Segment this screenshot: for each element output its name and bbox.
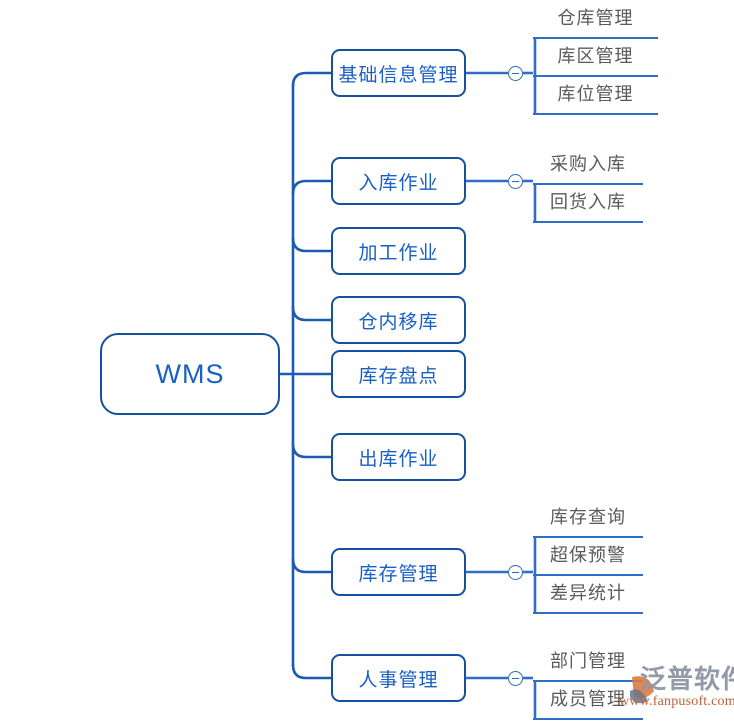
subitem-bracket-hr-mgmt [533,680,537,720]
subitem-label: 成员管理 [550,689,626,709]
branch-node-processing[interactable]: 加工作业 [331,227,466,275]
subitem-row[interactable]: 超保预警 [533,538,643,576]
watermark-brand-text: 泛普软件 [640,664,734,694]
watermark-url-text: www.fanpusoft.com [619,694,734,709]
collapse-toggle-minus-icon-inbound[interactable] [508,174,523,189]
subitem-label: 仓库管理 [557,8,634,28]
branch-node-label: 加工作业 [358,242,439,264]
subitem-label: 差异统计 [550,583,626,603]
branch-node-inbound[interactable]: 入库作业 [331,157,466,205]
branch-node-label: 人事管理 [358,669,439,691]
branch-node-label: 库存管理 [358,563,439,585]
subitem-label: 部门管理 [550,651,626,671]
subitem-label: 回货入库 [550,192,626,212]
collapse-toggle-minus-icon-hr-mgmt[interactable] [508,671,523,686]
subitem-label: 库存查询 [550,507,626,527]
subitem-row[interactable]: 采购入库 [533,147,643,185]
branch-node-label: 出库作业 [358,448,439,470]
subitem-row[interactable]: 部门管理 [533,644,643,682]
root-node-label: WMS [155,358,225,389]
subitem-row[interactable]: 库区管理 [533,39,658,77]
subitem-row[interactable]: 差异统计 [533,576,643,614]
subitem-group-basic-info: 仓库管理 库区管理 库位管理 [533,1,658,115]
subitem-row[interactable]: 仓库管理 [533,1,658,39]
collapse-toggle-minus-icon-basic-info[interactable] [508,66,523,81]
subitem-group-inbound: 采购入库 回货入库 [533,147,643,223]
root-node-wms[interactable]: WMS [100,333,280,415]
branch-node-label: 基础信息管理 [338,64,459,86]
subitem-bracket-inventory-mgmt [533,536,537,614]
branch-node-label: 仓内移库 [358,311,439,333]
subitem-label: 超保预警 [550,545,626,565]
branch-node-outbound[interactable]: 出库作业 [331,433,466,481]
subitem-bracket-basic-info [533,37,537,115]
collapse-toggle-minus-icon-inventory-mgmt[interactable] [508,565,523,580]
subitem-bracket-inbound [533,183,537,223]
subitem-row[interactable]: 库存查询 [533,500,643,538]
subitem-row[interactable]: 库位管理 [533,77,658,115]
branch-node-intra-warehouse-move[interactable]: 仓内移库 [331,296,466,344]
branch-node-label: 入库作业 [358,172,439,194]
subitem-row[interactable]: 回货入库 [533,185,643,223]
subitem-label: 库位管理 [557,84,634,104]
subitem-group-inventory-mgmt: 库存查询 超保预警 差异统计 [533,500,643,614]
subitem-label: 库区管理 [557,46,634,66]
branch-node-basic-info[interactable]: 基础信息管理 [331,49,466,97]
branch-node-stocktaking[interactable]: 库存盘点 [331,350,466,398]
branch-node-hr-mgmt[interactable]: 人事管理 [331,654,466,702]
branch-node-label: 库存盘点 [358,365,439,387]
branch-node-inventory-mgmt[interactable]: 库存管理 [331,548,466,596]
subitem-label: 采购入库 [550,154,626,174]
